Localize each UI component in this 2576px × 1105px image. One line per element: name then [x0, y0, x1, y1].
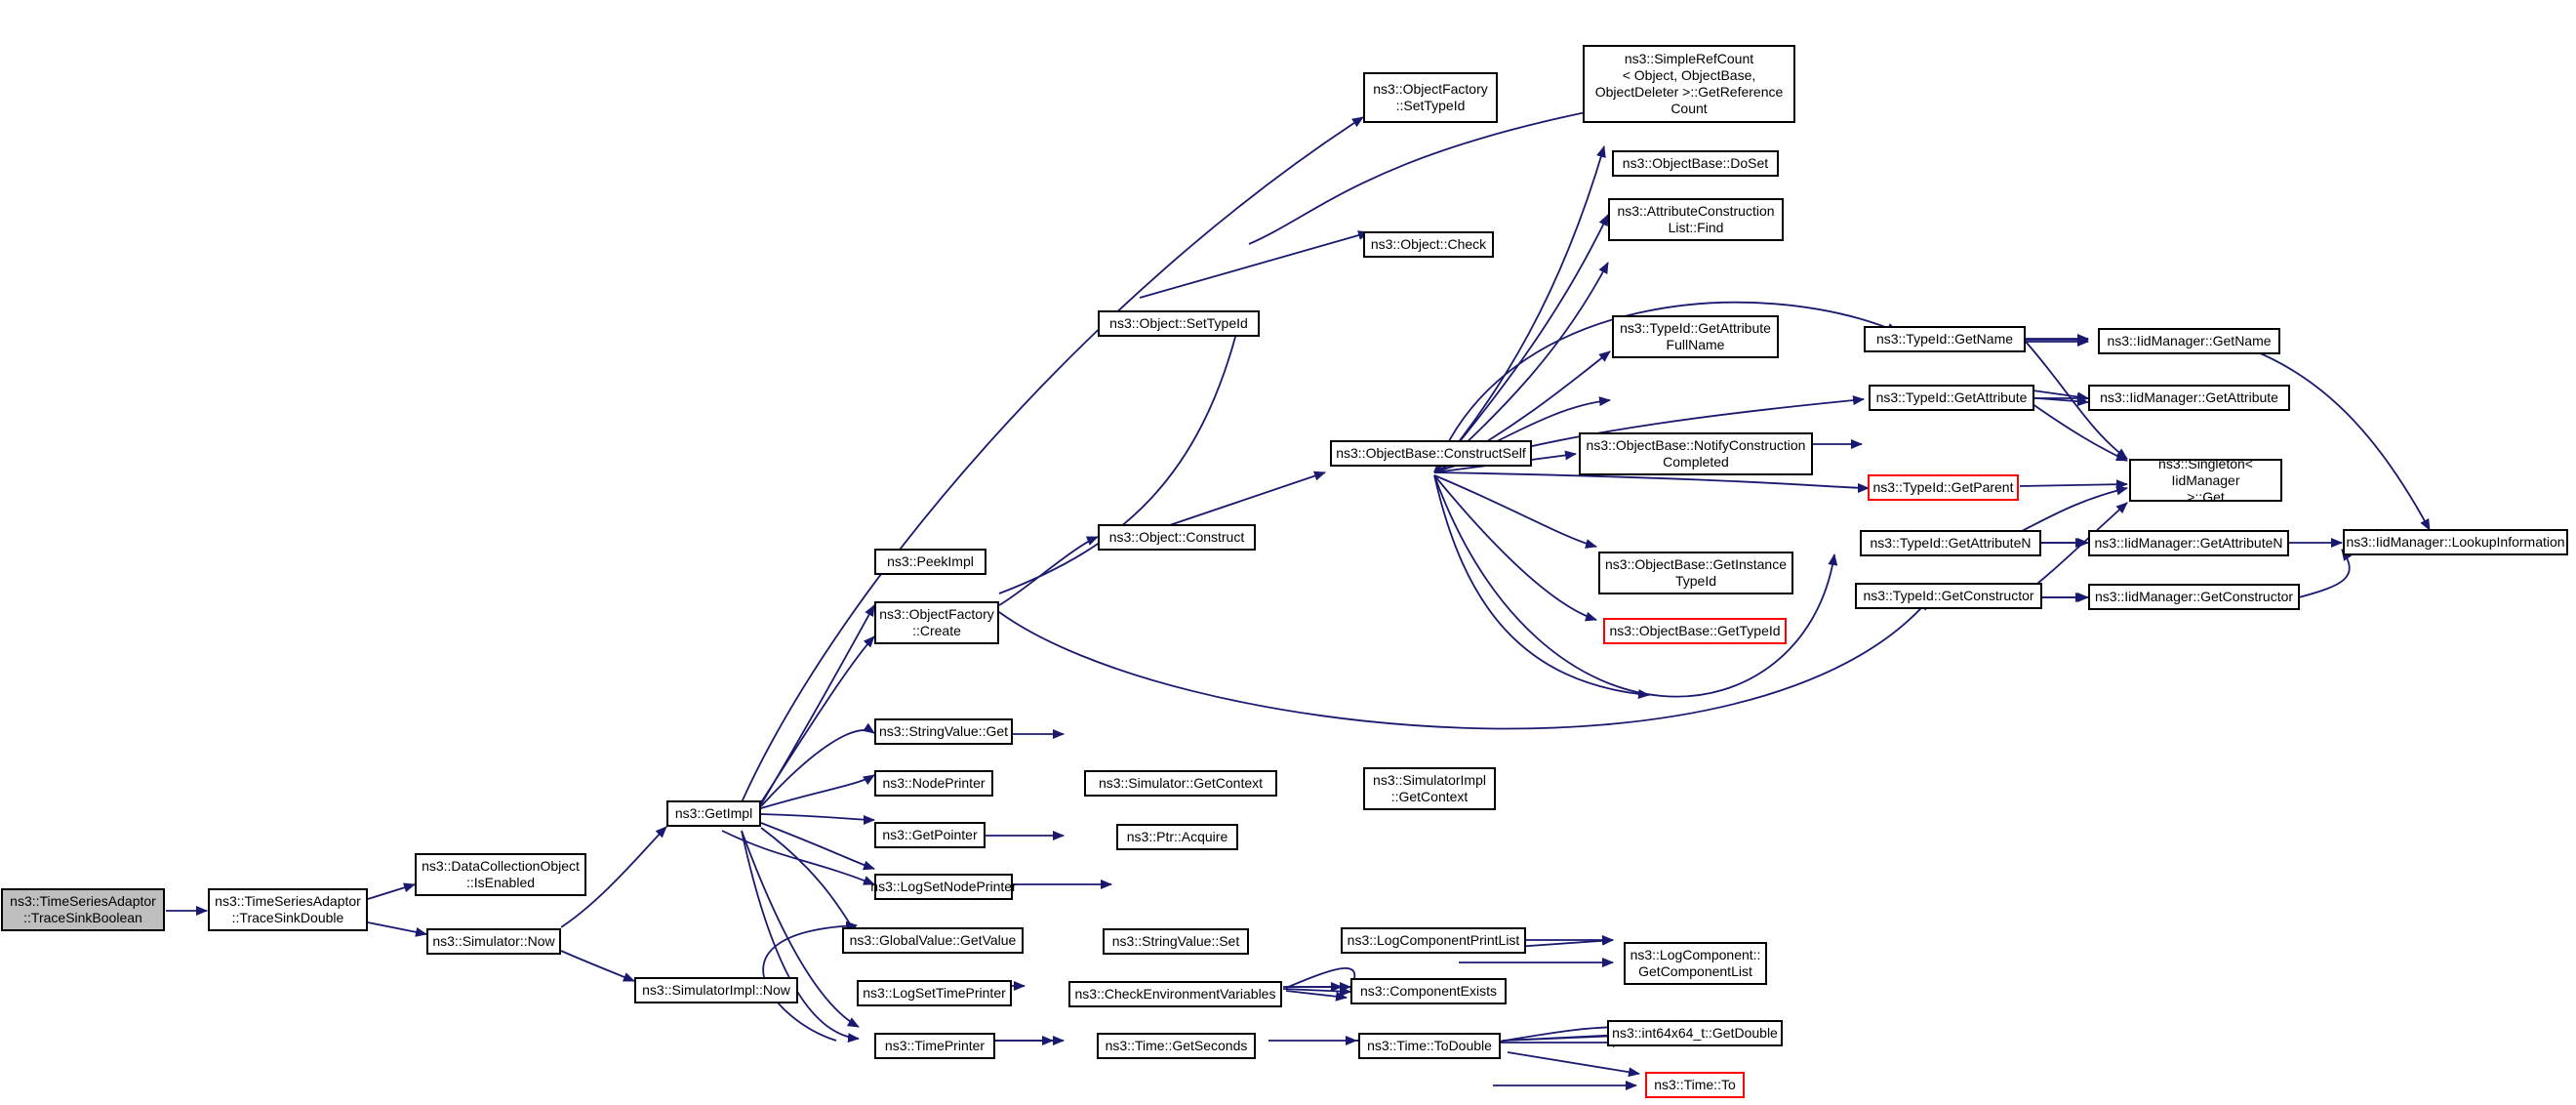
- node-component-exists[interactable]: ns3::ComponentExists: [1350, 978, 1507, 1004]
- node-object-construct[interactable]: ns3::Object::Construct: [1098, 524, 1256, 551]
- node-node-printer[interactable]: ns3::NodePrinter: [874, 770, 993, 797]
- edge: [760, 774, 875, 809]
- edge: [760, 822, 875, 871]
- node-typeid-getparent[interactable]: ns3::TypeId::GetParent: [1868, 474, 2019, 501]
- edge: [367, 921, 427, 937]
- node-singleton-get[interactable]: ns3::Singleton< IidManager >::Get: [2129, 456, 2282, 505]
- node-objbase-constructself[interactable]: ns3::ObjectBase::ConstructSelf: [1330, 440, 1532, 467]
- node-globalvalue-getvalue[interactable]: ns3::GlobalValue::GetValue: [842, 927, 1024, 954]
- node-get-impl[interactable]: ns3::GetImpl: [666, 800, 761, 827]
- edge: [1433, 301, 1899, 473]
- node-time-getseconds[interactable]: ns3::Time::GetSeconds: [1097, 1033, 1256, 1059]
- edge: [1502, 1030, 1625, 1042]
- edge: [560, 950, 635, 982]
- edge: [2019, 485, 2128, 533]
- node-log-set-time-printer[interactable]: ns3::LogSetTimePrinter: [857, 980, 1012, 1006]
- node-is-enabled[interactable]: ns3::DataCollectionObject ::IsEnabled: [415, 853, 586, 896]
- edge: [1433, 474, 1597, 622]
- node-time-printer[interactable]: ns3::TimePrinter: [874, 1033, 995, 1059]
- edge: [1285, 990, 1348, 1002]
- node-simple-ref-count[interactable]: ns3::SimpleRefCount < Object, ObjectBase…: [1583, 45, 1795, 123]
- node-iidm-getconstructor[interactable]: ns3::IidManager::GetConstructor: [2088, 584, 2300, 610]
- node-typeid-getattribute[interactable]: ns3::TypeId::GetAttribute: [1869, 385, 2034, 411]
- node-time-todouble[interactable]: ns3::Time::ToDouble: [1358, 1033, 1501, 1059]
- edge: [2019, 479, 2128, 490]
- edge: [1507, 1051, 1640, 1078]
- node-int64-getdouble[interactable]: ns3::int64x64_t::GetDouble: [1607, 1020, 1783, 1046]
- edge: [1139, 230, 1370, 299]
- node-object-settypeid[interactable]: ns3::Object::SetTypeId: [1098, 310, 1260, 337]
- node-attr-construction-find[interactable]: ns3::AttributeConstruction List::Find: [1608, 198, 1784, 241]
- node-ptr-acquire[interactable]: ns3::Ptr::Acquire: [1116, 824, 1238, 850]
- edge: [1433, 474, 1838, 698]
- edge: [1282, 986, 1351, 997]
- node-simulator-now[interactable]: ns3::Simulator::Now: [426, 928, 561, 955]
- node-log-set-node-printer[interactable]: ns3::LogSetNodePrinter: [870, 874, 1017, 900]
- node-objbase-notify[interactable]: ns3::ObjectBase::NotifyConstruction Comp…: [1579, 432, 1813, 475]
- edge: [1433, 474, 1597, 549]
- node-root[interactable]: ns3::TimeSeriesAdaptor ::TraceSinkBoolea…: [1, 888, 165, 931]
- edge: [760, 827, 860, 938]
- edge: [741, 116, 1364, 803]
- edge: [2231, 342, 2431, 531]
- edge: [998, 321, 1242, 594]
- node-iidm-lookup[interactable]: ns3::IidManager::LookupInformation: [2343, 529, 2568, 555]
- node-simimpl-getcontext[interactable]: ns3::SimulatorImpl ::GetContext: [1363, 767, 1496, 810]
- node-simulator-getcontext[interactable]: ns3::Simulator::GetContext: [1084, 770, 1277, 797]
- node-peek-impl[interactable]: ns3::PeekImpl: [874, 549, 986, 575]
- node-typeid-getattributen[interactable]: ns3::TypeId::GetAttributeN: [1860, 530, 2041, 556]
- edge: [760, 813, 875, 825]
- edge: [2298, 549, 2353, 598]
- node-iidm-getattributen[interactable]: ns3::IidManager::GetAttributeN: [2088, 530, 2289, 556]
- node-iidm-getname[interactable]: ns3::IidManager::GetName: [2098, 328, 2280, 354]
- node-objbase-getinstance[interactable]: ns3::ObjectBase::GetInstance TypeId: [1598, 552, 1793, 594]
- edge: [760, 604, 875, 805]
- edge: [1433, 474, 1650, 699]
- edge: [560, 826, 667, 928]
- node-time-to[interactable]: ns3::Time::To: [1645, 1072, 1745, 1098]
- node-iidm-getattribute[interactable]: ns3::IidManager::GetAttribute: [2088, 385, 2290, 411]
- node-logcomp-printlist[interactable]: ns3::LogComponentPrintList: [1341, 927, 1526, 954]
- edge: [1248, 106, 1601, 245]
- edge: [2025, 398, 2128, 462]
- edge: [998, 598, 1930, 730]
- node-object-check[interactable]: ns3::Object::Check: [1363, 231, 1494, 258]
- node-check-env-vars[interactable]: ns3::CheckEnvironmentVariables: [1068, 981, 1282, 1007]
- edge: [367, 882, 416, 900]
- node-objbase-doset[interactable]: ns3::ObjectBase::DoSet: [1612, 150, 1779, 177]
- node-objfactory-create[interactable]: ns3::ObjectFactory ::Create: [874, 601, 999, 644]
- node-typeid-getname[interactable]: ns3::TypeId::GetName: [1864, 326, 2026, 352]
- node-simimpl-now[interactable]: ns3::SimulatorImpl::Now: [634, 977, 798, 1003]
- edge: [721, 830, 875, 885]
- node-get-pointer[interactable]: ns3::GetPointer: [874, 822, 986, 848]
- edge: [1433, 471, 1870, 493]
- node-stringvalue-set[interactable]: ns3::StringValue::Set: [1103, 928, 1249, 955]
- node-objfactory-settypeid[interactable]: ns3::ObjectFactory ::SetTypeId: [1363, 72, 1498, 123]
- node-objbase-gettypeid[interactable]: ns3::ObjectBase::GetTypeId: [1603, 618, 1787, 644]
- node-typeid-getattrfullname[interactable]: ns3::TypeId::GetAttribute FullName: [1612, 315, 1779, 358]
- edge: [760, 635, 875, 803]
- edge: [741, 830, 860, 1028]
- edge: [1151, 471, 1326, 532]
- edge: [2025, 389, 2089, 402]
- edge: [2025, 341, 2128, 460]
- edge: [998, 536, 1099, 606]
- node-stringvalue-get[interactable]: ns3::StringValue::Get: [874, 718, 1013, 745]
- node-trace-sink-double[interactable]: ns3::TimeSeriesAdaptor ::TraceSinkDouble: [208, 888, 368, 931]
- edge: [760, 722, 875, 807]
- node-logcomp-getlist[interactable]: ns3::LogComponent:: GetComponentList: [1624, 942, 1767, 985]
- node-typeid-getconstructor[interactable]: ns3::TypeId::GetConstructor: [1855, 583, 2042, 609]
